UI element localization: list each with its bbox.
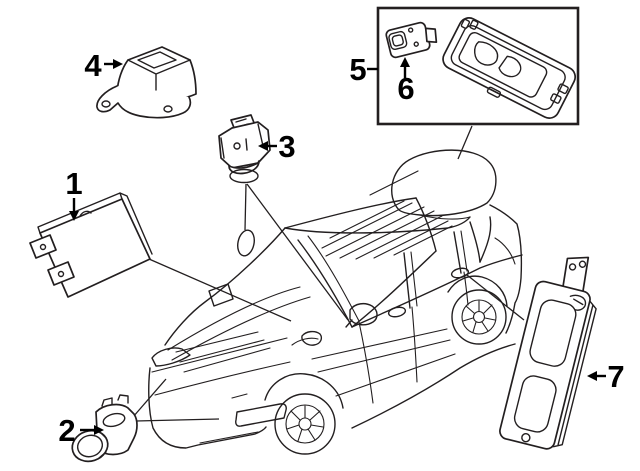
leader-lines (132, 125, 525, 422)
callout-3[interactable]: 3 (258, 129, 296, 164)
leader-part3-b (246, 183, 349, 321)
front-door-handle (387, 306, 407, 318)
leader-part1 (148, 258, 292, 322)
part-5-group (376, 6, 580, 126)
callout-1-label[interactable]: 1 (65, 166, 82, 201)
part-6-camera-sensor (385, 21, 438, 59)
leader-part3-a (244, 183, 247, 231)
callout-3-label[interactable]: 3 (278, 129, 295, 164)
leader-part2-b (135, 418, 220, 422)
callout-7-label[interactable]: 7 (607, 359, 624, 394)
leader-box5 (457, 125, 473, 160)
group-box-outline (376, 6, 580, 126)
callout-2[interactable]: 2 (58, 413, 104, 448)
overhead-console (442, 17, 577, 119)
part-1-control-module (29, 192, 153, 298)
rear-door-handle (450, 267, 470, 279)
callout-4[interactable]: 4 (84, 48, 123, 83)
part-7-control-module (499, 256, 597, 450)
vehicle-illustration (148, 149, 523, 455)
rear-wheel (447, 275, 508, 345)
leader-part2-a (132, 378, 167, 418)
interior-mirror-pod (237, 229, 255, 257)
part-3-sensor (218, 114, 271, 184)
door-mirror (345, 302, 378, 328)
callout-2-label[interactable]: 2 (58, 413, 75, 448)
part-2-parking-sensor (71, 394, 138, 463)
callout-6[interactable]: 6 (397, 57, 415, 106)
leader-part7 (466, 274, 525, 321)
callout-5[interactable]: 5 (349, 52, 378, 87)
part-4-bracket-module (96, 46, 197, 119)
callout-5-label[interactable]: 5 (349, 52, 366, 87)
callout-1[interactable]: 1 (65, 166, 83, 221)
callout-4-label[interactable]: 4 (84, 48, 102, 83)
callout-7[interactable]: 7 (587, 359, 625, 394)
front-wheel (264, 373, 344, 455)
callout-6-label[interactable]: 6 (397, 71, 414, 106)
